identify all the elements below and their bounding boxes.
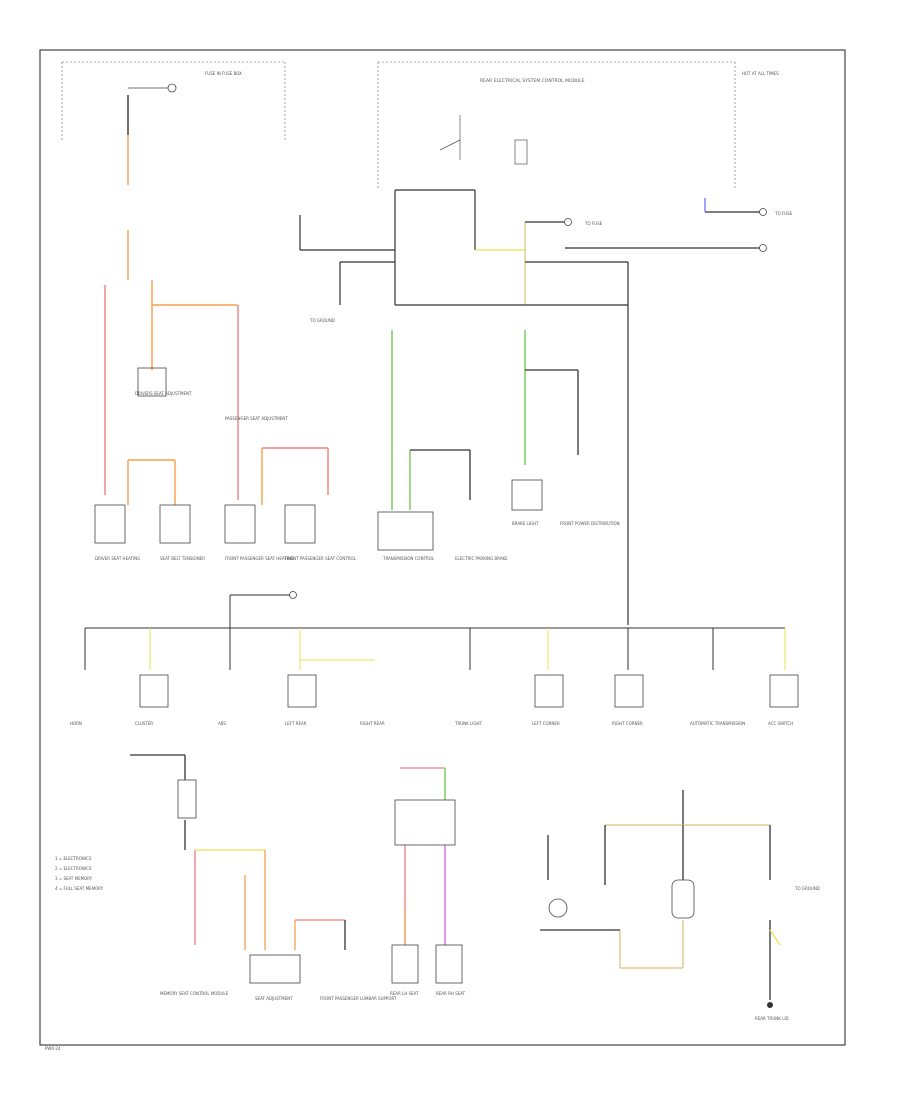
lamp-icon [548,898,568,918]
label-low-3: FRONT PASSENGER LUMBAR SUPPORT [320,996,397,1001]
label-bottom-2: CLUSTER [135,721,153,726]
central-bus-wires [299,189,760,625]
label-to-ground-1: TO GROUND [309,318,335,323]
module-relays [439,115,528,165]
label-bottom-3: ABS [218,721,226,726]
rear-rh-switch [435,944,463,984]
fuse-right-3-icon [759,244,767,252]
label-bottom-9: AUTOMATIC TRANSMISSION [690,721,745,726]
corner-code: PWR-24 [45,1046,61,1051]
label-bottom-10: ACC SWITCH [768,721,793,726]
lower-left-wires [130,754,346,950]
label-comp-6: ELECTRIC PARKING BRAKE [455,556,508,561]
label-bottom-5: RIGHT REAR [360,721,385,726]
lower-left-module [177,779,197,819]
label-low-2: SEAT ADJUSTMENT [255,996,293,1001]
label-to-fuse-1: TO FUSE [584,221,603,226]
label-low-5: REAR RH SEAT [436,991,466,996]
label-comp-2: SEAT BELT TENSIONER [160,556,205,561]
legend-4: 4 = FULL SEAT MEMORY [55,886,104,891]
lower-center-fuse-box [394,799,456,846]
label-bottom-7: LEFT CORNER [532,721,560,726]
left-components [94,367,316,544]
label-rear-control-module: REAR ELECTRICAL SYSTEM CONTROL MODULE [480,78,585,84]
legend-2: 2 = ELECTRONICS [55,866,92,871]
label-low-4: REAR LH SEAT [390,991,419,996]
label-to-ground-2: TO GROUND [794,886,820,891]
label-passenger-seat: PASSENGER SEAT ADJUSTMENT [225,416,288,421]
bottom-row-components [139,674,799,708]
label-comp-5: TRANSMISSION CONTROL [382,556,435,561]
lower-center-wires [400,767,446,945]
label-low-6: REAR TRUNK LID [755,1016,789,1021]
label-bottom-1: HORN [70,721,82,726]
label-bottom-4: LEFT REAR [285,721,307,726]
fuse-mid-icon [289,591,297,599]
label-comp-4: FRONT PASSENGER SEAT CONTROL [285,556,357,561]
seat-adjust-switch [249,954,301,984]
label-comp-7: BRAKE LIGHT [512,521,539,526]
label-comp-3: FRONT PASSENGER SEAT HEATING [225,556,294,561]
label-bottom-8: RIGHT CORNER [612,721,643,726]
green-branches [391,330,579,510]
top-dashed-regions [61,61,736,190]
lower-right-wires [540,790,781,1000]
distribution-bus [84,594,786,670]
label-fuse-top-left: FUSE IN FUSE BOX [205,71,242,76]
fuse-right-1-icon [564,218,572,226]
fuse-top-left-icon [167,83,177,93]
fuse-right-2-icon [759,208,767,216]
ground-point-icon [767,1002,773,1008]
label-bottom-6: TRUNK LIGHT [454,721,483,726]
diagram-frame [39,49,846,1046]
legend-1: 1 = ELECTRONICS [55,856,92,861]
label-comp-1: DRIVER SEAT HEATING [95,556,140,561]
label-low-1: MEMORY SEAT CONTROL MODULE [160,991,229,996]
left-supply-wires [104,95,329,505]
label-to-fuse-2: TO FUSE [774,211,793,216]
legend-3: 3 = SEAT MEMORY [55,876,93,881]
label-drivers-seat: DRIVERS SEAT ADJUSTMENT [135,391,192,396]
label-hot-top-right: HOT AT ALL TIMES [742,71,779,76]
brake-light-switch [671,879,695,919]
rear-lh-switch [391,944,419,984]
center-components [377,479,543,551]
label-comp-8: FRONT POWER DISTRIBUTION [560,521,620,526]
